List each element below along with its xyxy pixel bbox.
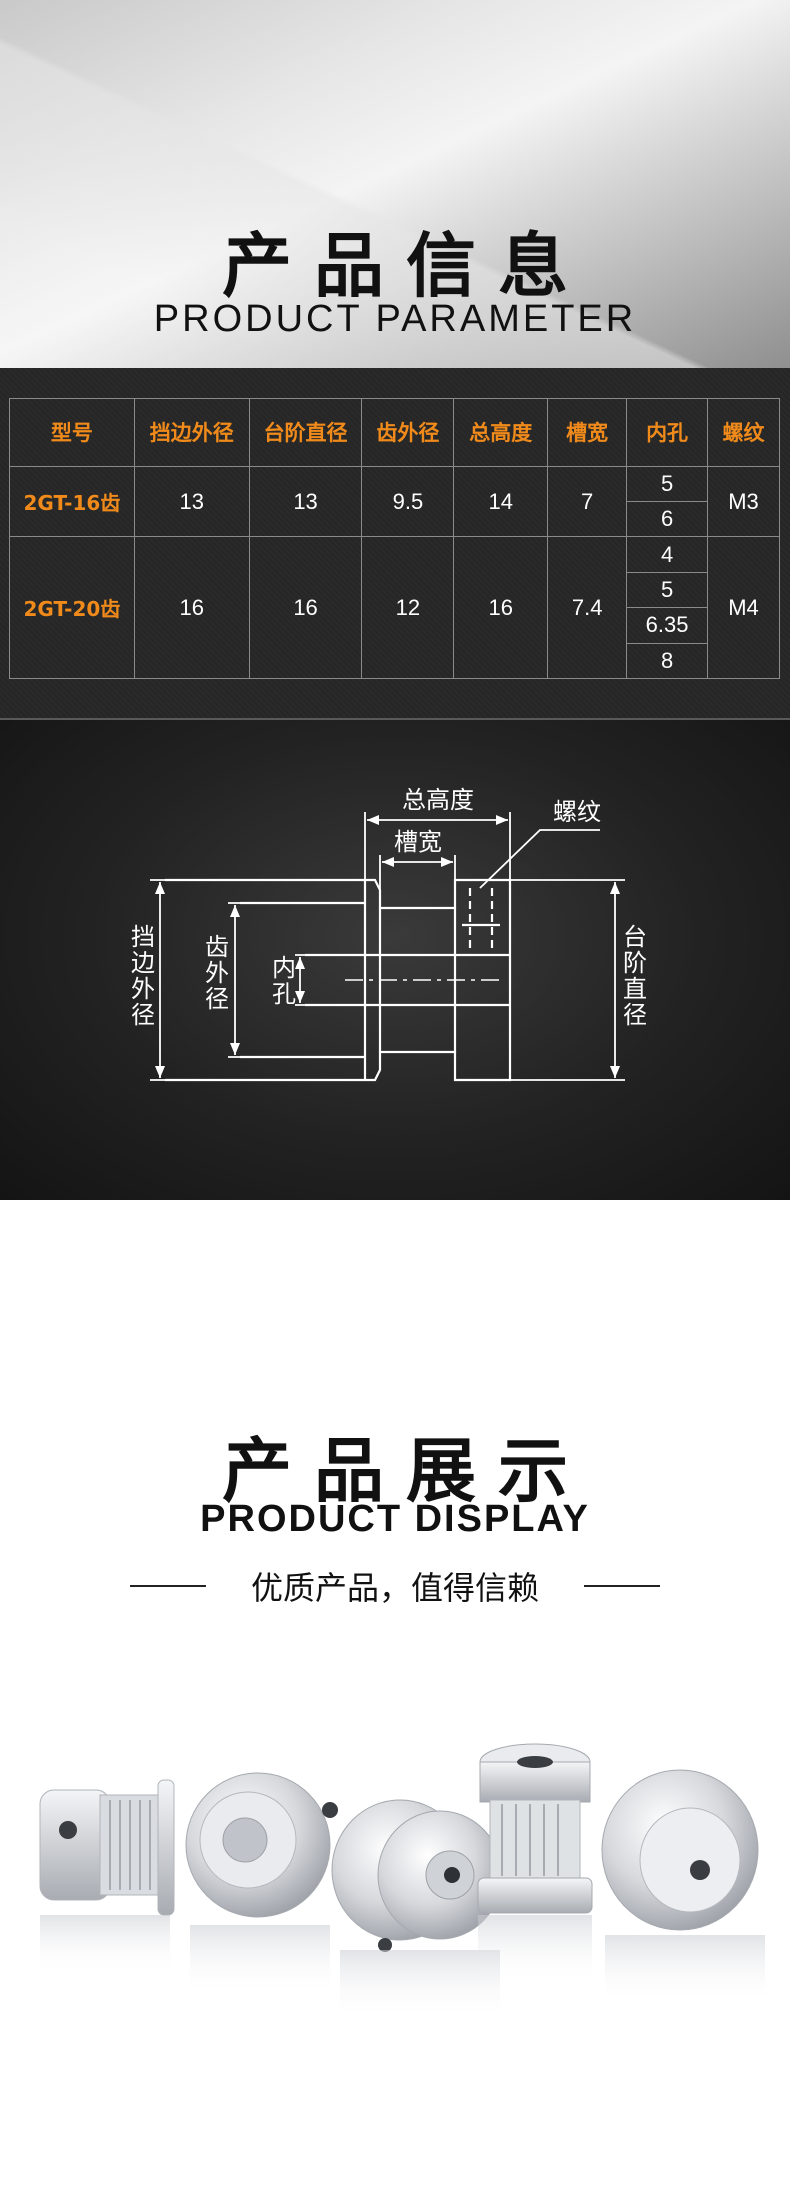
bore-char: 孔	[272, 980, 296, 1008]
tooth-od-char: 齿	[205, 933, 229, 961]
tagline-right-rule	[584, 1585, 660, 1587]
step-diameter-char: 直	[623, 975, 647, 1003]
tooth-od-cell: 9.5	[361, 465, 455, 538]
column-header: 台阶直径	[248, 398, 363, 467]
table-row: 2GT-16齿 13 13 9.5 14 7 5 M3	[9, 465, 780, 538]
tooth-od-char: 径	[205, 985, 229, 1013]
column-header: 挡边外径	[133, 398, 250, 467]
bore-label: 内 孔	[272, 954, 296, 1008]
column-header: 总高度	[453, 398, 549, 467]
table-row: 5	[10, 571, 780, 609]
flange-od-char: 挡	[131, 923, 155, 951]
bore-cell: 8	[626, 642, 709, 680]
bore-cell: 5	[626, 465, 709, 503]
parameter-table-section: 型号 挡边外径 台阶直径 齿外径 总高度 槽宽 内孔 螺纹 2GT-16齿 13…	[0, 368, 790, 718]
slot-width-label: 槽宽	[394, 828, 442, 856]
display-tagline: 优质产品，值得信赖	[250, 1569, 539, 1607]
thread-cell: M4	[707, 536, 780, 679]
model-cell: 2GT-20齿	[9, 536, 135, 679]
section-title: 产品信息	[222, 225, 590, 307]
column-header: 内孔	[626, 398, 709, 467]
height-cell: 14	[453, 465, 549, 538]
step-diameter-cell: 16	[248, 536, 363, 679]
step-diameter-char: 阶	[623, 949, 647, 977]
bore-cell: 5	[626, 571, 709, 609]
pulley-side-view	[39, 1779, 175, 1975]
thread-cell: M3	[707, 465, 780, 538]
header-background-shade	[0, 0, 790, 368]
table-row: 2GT-20齿 16 16 12 16 7.4 4 M4	[9, 536, 780, 679]
flange-od-char: 径	[131, 1001, 155, 1029]
flange-od-label: 挡 边 外 径	[131, 923, 155, 1029]
step-diameter-cell: 13	[248, 465, 363, 538]
tooth-od-char: 外	[205, 959, 229, 987]
slot-width-cell: 7	[547, 465, 628, 538]
table-header-row: 型号 挡边外径 台阶直径 齿外径 总高度 槽宽 内孔 螺纹	[9, 398, 780, 467]
section-divider	[0, 718, 790, 720]
height-cell: 16	[453, 536, 549, 679]
step-diameter-char: 径	[623, 1001, 647, 1029]
step-diameter-char: 台	[623, 923, 647, 951]
parameter-header: 产品信息 PRODUCT PARAMETER	[0, 0, 790, 368]
column-header: 型号	[9, 398, 135, 467]
slot-width-cell: 7.4	[547, 536, 628, 679]
product-photo	[39, 1743, 765, 2020]
pulley-upright-view	[477, 1743, 593, 1985]
parameter-table: 型号 挡边外径 台阶直径 齿外径 总高度 槽宽 内孔 螺纹 2GT-16齿 13…	[9, 398, 780, 680]
table-row: 6.35	[10, 607, 780, 644]
table-row: 8	[10, 642, 780, 680]
model-cell: 2GT-16齿	[9, 465, 135, 538]
dimension-diagram-section: 总高度 槽宽 螺纹 挡 边 外 径 齿 外 径 内 孔 台 阶 直 径	[0, 720, 790, 1200]
flange-od-char: 边	[131, 949, 155, 977]
flange-od-char: 外	[131, 975, 155, 1003]
flange-od-cell: 13	[133, 465, 250, 538]
thread-label: 螺纹	[553, 798, 601, 826]
bore-cell: 4	[626, 536, 709, 573]
tagline-left-rule	[130, 1585, 206, 1587]
pulley-dimension-diagram: 总高度 槽宽 螺纹 挡 边 外 径 齿 外 径 内 孔 台 阶 直 径	[131, 786, 647, 1082]
bore-cell: 6.35	[626, 607, 709, 644]
display-title: 产品展示	[222, 1430, 590, 1512]
pulley-front-view	[185, 1772, 338, 1995]
bore-cell: 6	[626, 501, 709, 538]
tooth-od-cell: 12	[361, 536, 455, 679]
total-height-label: 总高度	[402, 786, 474, 814]
column-header: 槽宽	[547, 398, 628, 467]
display-subtitle: PRODUCT DISPLAY	[200, 1498, 590, 1540]
table-row: 6	[10, 501, 780, 538]
tooth-od-label: 齿 外 径	[205, 933, 229, 1013]
bore-char: 内	[272, 954, 296, 982]
step-diameter-label: 台 阶 直 径	[623, 923, 647, 1029]
pulley-angled-view	[331, 1799, 503, 2020]
column-header: 螺纹	[707, 398, 780, 467]
pulley-end-view	[601, 1769, 765, 2005]
column-header: 齿外径	[361, 398, 455, 467]
section-subtitle: PRODUCT PARAMETER	[153, 298, 637, 340]
flange-od-cell: 16	[133, 536, 250, 679]
